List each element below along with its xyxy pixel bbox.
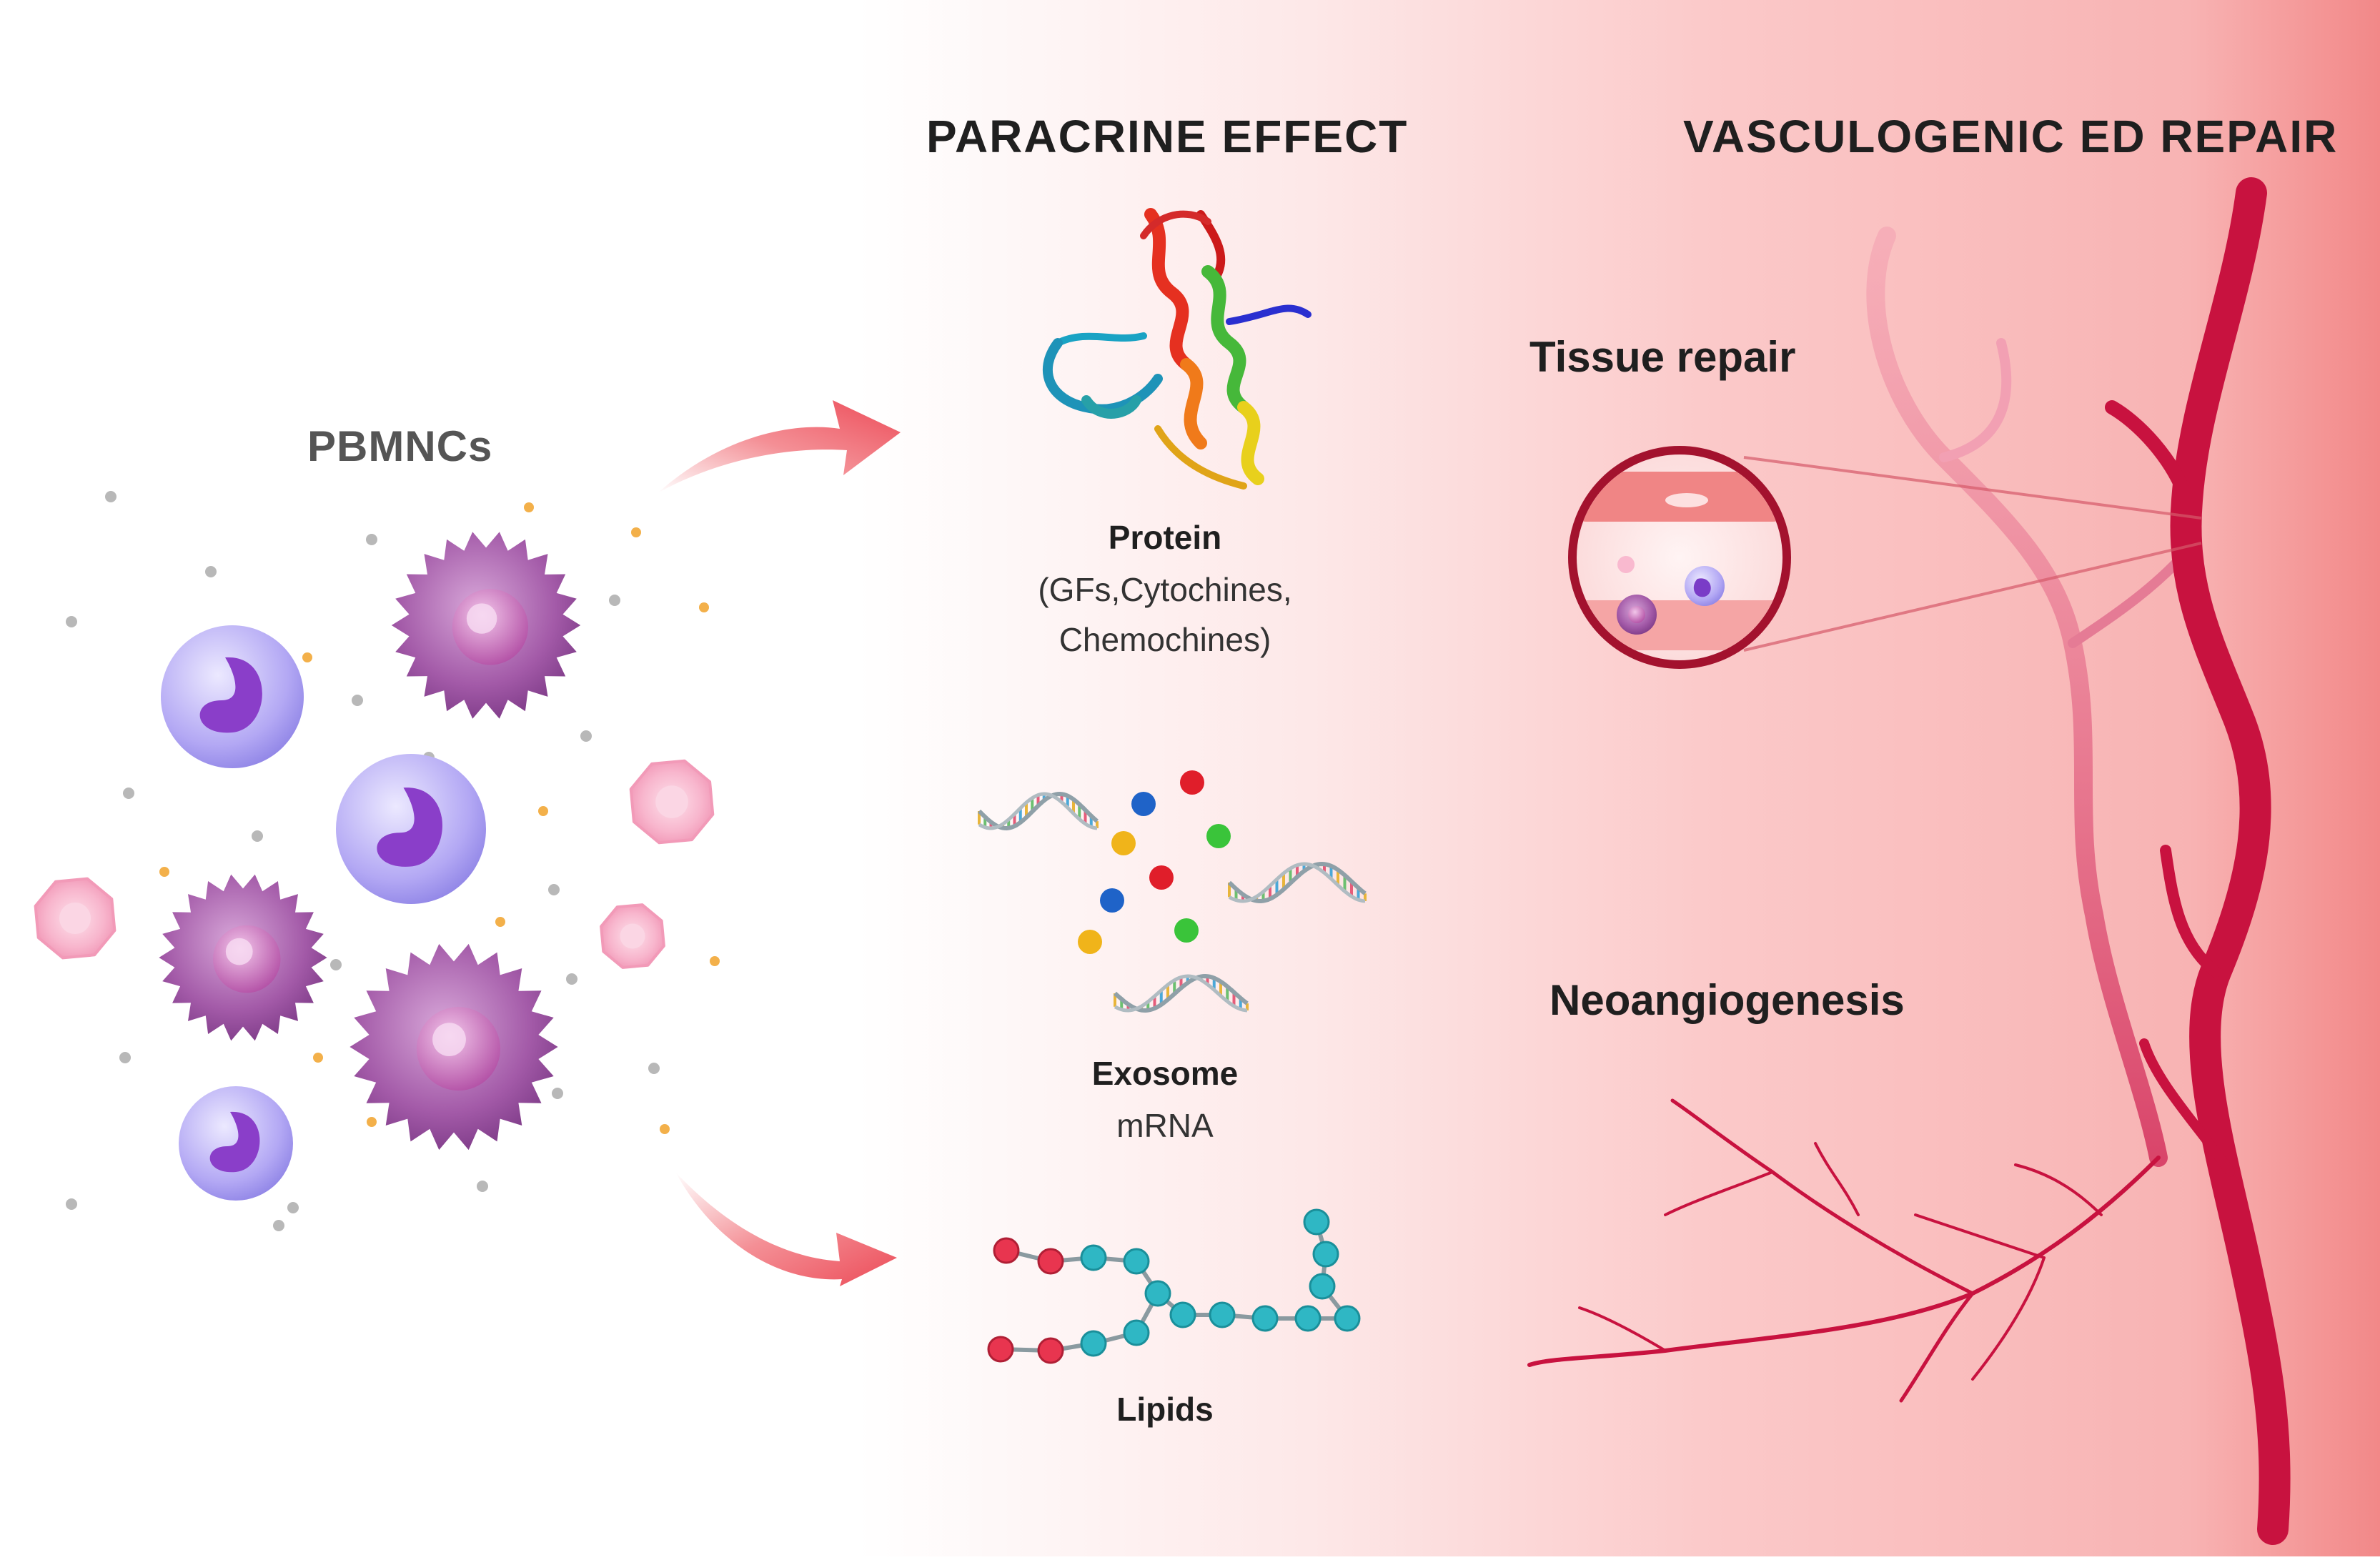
grey-dot [273,1220,284,1231]
lipid-tail-bead [1123,1248,1150,1275]
grey-dot [548,884,560,895]
monocyte-cell [349,943,558,1151]
lipid-tail-bead [1251,1305,1279,1332]
lipids-label: Lipids [1116,1391,1214,1428]
lipid-head-bead [1037,1248,1064,1275]
exosome-label: Exosome [1091,1055,1239,1092]
protein-label: Protein [1108,519,1222,556]
lipid-tail-bead [1123,1319,1150,1346]
grey-dot [119,1052,131,1063]
gold-dot [660,1124,670,1134]
mrna-strand [977,791,1099,831]
grey-dot [105,491,116,502]
gold-dot [367,1117,377,1127]
platelet-cell [34,877,116,960]
grey-dot [330,959,342,970]
gold-dot [302,652,312,662]
exosome-dot [1131,792,1156,816]
lymphocyte-cell [179,1086,293,1201]
lipid-chain [987,1208,1361,1364]
exosome-dot [1149,865,1174,890]
blood-vessels [1527,177,2291,1545]
grey-dot [580,730,592,742]
exosome-dot [1078,930,1102,954]
tissue-repair-label: Tissue repair [1529,333,1796,381]
vasculogenic-repair-heading: VASCULOGENIC ED REPAIR [1683,111,2339,162]
gold-dot [495,917,505,927]
exosome-dot [1180,770,1204,795]
exosome-dot [1100,888,1124,913]
exosome-dot [1206,824,1231,848]
grey-dot [477,1181,488,1192]
lipid-tail-bead [1144,1280,1171,1307]
neoangiogenesis-label: Neoangiogenesis [1550,976,1905,1024]
lipid-tail-bead [1309,1273,1336,1300]
lipid-head-bead [1037,1337,1064,1364]
monocyte-cell [391,532,581,719]
exosome-detail: mRNA [1116,1107,1214,1144]
lymphocyte-cell [161,625,304,768]
mrna-strand [1227,861,1367,904]
lipid-tail-bead [1312,1241,1339,1268]
gold-dot [631,527,641,537]
lymphocyte-cell [336,754,486,904]
exosome-dot [1111,831,1136,855]
protein-structure [1042,208,1312,490]
exosome-mrna-strands [977,791,1367,1013]
gold-dot [313,1053,323,1063]
grey-dot [609,595,620,606]
protein-detail-line1: (GFs,Cytochines, [1038,571,1292,608]
lipid-head-bead [993,1237,1020,1264]
grey-dot [566,973,577,985]
platelet-cell [629,759,715,845]
lipid-tail-bead [1209,1301,1236,1328]
lipid-tail-bead [1169,1301,1196,1328]
grey-dot [552,1088,563,1099]
gold-dot [710,956,720,966]
lipid-tail-bead [1080,1244,1107,1271]
grey-dot [252,830,263,842]
paracrine-effect-heading: PARACRINE EFFECT [926,111,1409,162]
gold-dot [159,867,169,877]
grey-dot [66,1198,77,1210]
gold-dot [524,502,534,512]
grey-dot [648,1063,660,1074]
lipid-tail-bead [1303,1208,1330,1236]
mrna-strand [1113,973,1249,1013]
grey-dot [123,788,134,799]
arrow-to-protein [658,400,901,493]
lipid-tail-bead [1294,1305,1322,1332]
grey-dot [287,1202,299,1213]
arrow-to-lipids [675,1172,897,1286]
lipid-tail-bead [1334,1305,1361,1332]
lipid-head-bead [987,1336,1014,1363]
exosome-dot [1174,918,1199,943]
protein-detail-line2: Chemochines) [1058,621,1271,658]
grey-dot [66,616,77,627]
monocyte-cell [159,874,327,1041]
platelet-cell [600,903,665,969]
particle-dots [66,491,720,1231]
tissue-repair-inset [1568,446,2202,669]
grey-dot [205,566,217,577]
gold-dot [699,602,709,612]
pbmnc-cells [34,532,715,1201]
gold-dot [538,806,548,816]
lipid-tail-bead [1080,1330,1107,1357]
pbmncs-label: PBMNCs [307,422,493,470]
grey-dot [366,534,377,545]
grey-dot [352,695,363,706]
exosome-dots [1078,770,1231,954]
